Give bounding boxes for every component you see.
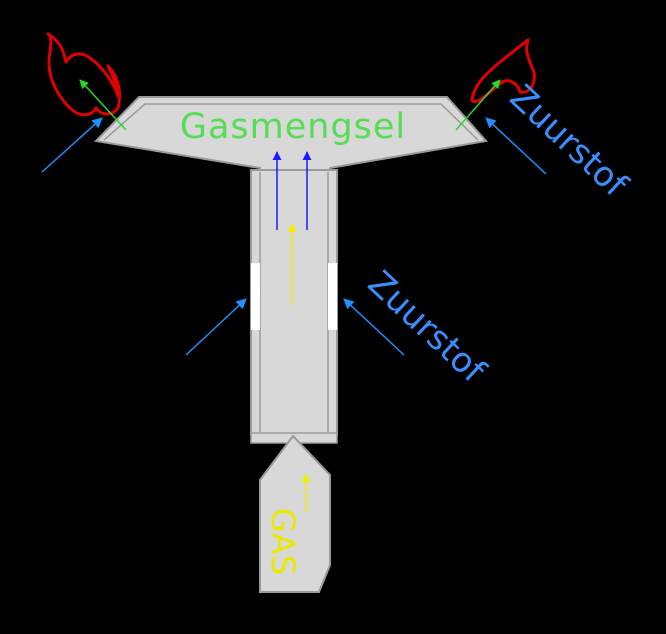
oxygen-arrow-top-left <box>41 117 103 173</box>
oxygen-opening-left <box>251 263 260 330</box>
gas-nozzle <box>259 434 331 593</box>
oxygen-arrow-top-right <box>485 117 547 175</box>
mixture-label: Gasmengsel <box>180 107 406 147</box>
oxygen-label-top: Zuurstof <box>502 77 635 205</box>
mixing-tube <box>250 169 338 436</box>
oxygen-arrow-middle-right <box>343 298 405 356</box>
oxygen-opening-right <box>328 263 337 330</box>
oxygen-arrow-middle-left <box>185 298 247 356</box>
mixture-out-arrow-left <box>79 79 127 131</box>
oxygen-label-middle: Zuurstof <box>360 263 493 391</box>
burner-head-inner-edge <box>103 103 479 141</box>
mixture-out-arrow-right <box>455 79 501 131</box>
gas-label: GAS <box>264 508 302 575</box>
flame-icon <box>46 32 122 117</box>
flame-icon <box>470 38 536 103</box>
